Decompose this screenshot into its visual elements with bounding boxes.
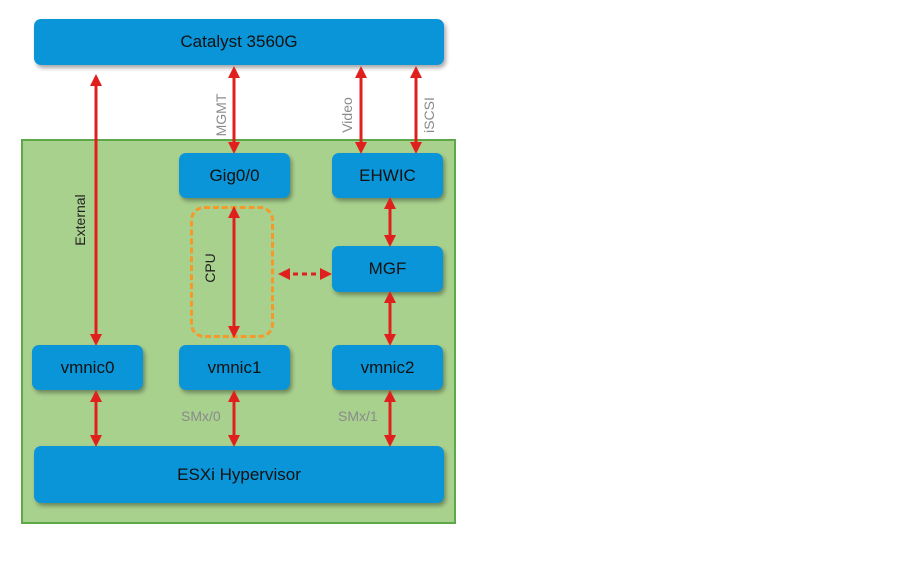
mgmt-label: MGMT	[213, 93, 229, 137]
cpu-label: CPU	[202, 253, 218, 283]
gig0-0-box: Gig0/0	[179, 153, 290, 198]
external-label: External	[72, 194, 88, 246]
iscsi-label: iSCSI	[421, 97, 437, 133]
vmnic0-box: vmnic0	[32, 345, 143, 390]
ehwic-box: EHWIC	[332, 153, 443, 198]
video-label: Video	[339, 97, 355, 133]
ehwic-label: EHWIC	[359, 165, 416, 185]
vmnic2-label: vmnic2	[360, 357, 415, 377]
mgf-box: MGF	[332, 246, 443, 292]
catalyst-switch-box: Catalyst 3560G	[34, 19, 444, 65]
gig0-0-label: Gig0/0	[209, 165, 260, 185]
vmnic1-label: vmnic1	[207, 357, 262, 377]
esxi-hypervisor-label: ESXi Hypervisor	[177, 464, 301, 484]
catalyst-switch-label: Catalyst 3560G	[180, 32, 298, 51]
smx0-label: SMx/0	[181, 408, 221, 424]
esxi-hypervisor-box: ESXi Hypervisor	[34, 446, 444, 503]
vmnic2-box: vmnic2	[332, 345, 443, 390]
vmnic0-label: vmnic0	[60, 357, 115, 377]
mgf-label: MGF	[368, 259, 407, 278]
vmnic1-box: vmnic1	[179, 345, 290, 390]
smx1-label: SMx/1	[338, 408, 378, 424]
